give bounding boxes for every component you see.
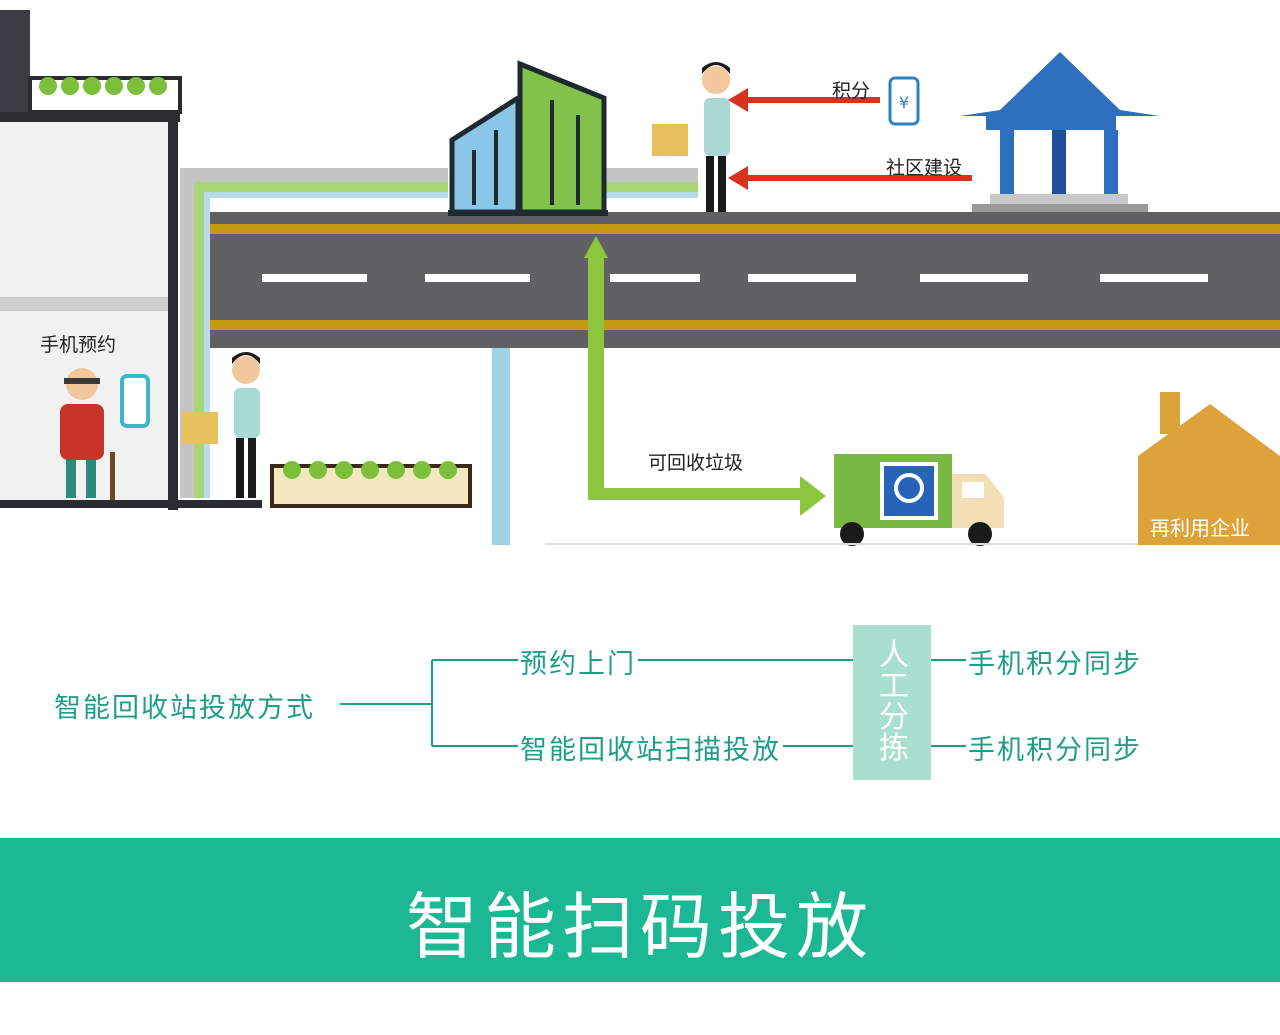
svg-text:¥: ¥ [899, 93, 909, 112]
title-banner: 智能扫码投放 [0, 838, 1280, 982]
ground-line [545, 543, 1280, 545]
road [210, 212, 1280, 348]
branch-scan-label: 智能回收站扫描投放 [518, 728, 783, 767]
person-delivering-box [652, 62, 730, 212]
incentive-arrows [728, 88, 972, 190]
branch-booking-label: 预约上门 [518, 642, 638, 681]
result-top-label: 手机积分同步 [966, 642, 1144, 681]
phone-booking-label: 手机预约 [40, 334, 117, 356]
result-bottom-label: 手机积分同步 [966, 728, 1144, 767]
reuse-company-house [1138, 392, 1280, 545]
phone-booking-icon [120, 374, 150, 428]
elderly-person [60, 368, 115, 500]
recycling-truck-icon [834, 454, 1004, 546]
manual-sorting-box [853, 625, 931, 780]
person-receiving-box [182, 352, 260, 498]
manual-sorting-label: 人工分拣 [879, 638, 909, 766]
points-label: 积分 [832, 80, 871, 102]
garden-planter [270, 461, 472, 508]
community-pavilion [960, 52, 1160, 212]
community-building-label: 社区建设 [886, 157, 963, 179]
recyclable-flow-arrow [584, 236, 826, 516]
flow-root-label: 智能回收站投放方式 [52, 686, 317, 725]
banner-title: 智能扫码投放 [405, 885, 874, 969]
phone-points-icon: ¥ [888, 76, 920, 126]
reuse-company-label: 再利用企业 [1150, 516, 1250, 540]
recyclable-waste-label: 可回收垃圾 [648, 452, 744, 474]
recycling-scene-illustration: ¥ [0, 10, 1280, 546]
drain-pipe [492, 348, 510, 545]
recycling-station-building [448, 60, 608, 216]
